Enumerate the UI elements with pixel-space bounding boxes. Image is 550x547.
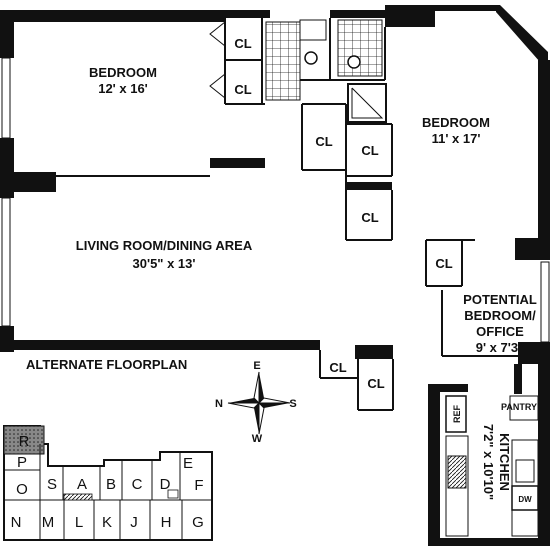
bath1-tile-floor <box>265 21 301 101</box>
keyplan-unit-d: D <box>160 476 171 493</box>
entry-pillar <box>355 345 393 359</box>
bedroom-right-dims: 11' x 17' <box>432 131 481 146</box>
compass-w: W <box>252 433 263 445</box>
closet-door-1 <box>209 21 226 47</box>
dw-label: DW <box>518 495 532 504</box>
kitchen-right-wall <box>538 364 550 544</box>
bath1-vanity <box>299 19 327 41</box>
office-line-2: BEDROOM/ <box>464 308 536 323</box>
kitchen-bottom-wall <box>428 538 550 546</box>
right-wall <box>538 60 550 250</box>
closet-label: CL <box>315 134 332 149</box>
keyplan-unit-a: A <box>77 476 87 493</box>
right-pillar <box>515 238 550 260</box>
shower-detail <box>351 87 384 119</box>
top-wall-mid <box>225 10 270 18</box>
closet-label: CL <box>361 143 378 158</box>
kitchen-dims: 7'2" x 10'10" <box>481 424 496 500</box>
bedroom-left-name: BEDROOM <box>89 65 157 80</box>
office-line-1: POTENTIAL <box>463 292 537 307</box>
compass-rose <box>227 371 291 435</box>
keyplan-unit-l: L <box>75 514 83 531</box>
sink <box>515 459 535 483</box>
top-wall-mid2 <box>330 10 390 18</box>
keyplan-unit-m: M <box>42 514 55 531</box>
keyplan-unit-j: J <box>130 514 138 531</box>
keyplan-unit-f: F <box>194 477 203 494</box>
kitchen-right-pillar <box>514 364 522 394</box>
bottom-wall-living <box>0 340 320 350</box>
closet-label: CL <box>367 376 384 391</box>
ref-label: REF <box>452 404 462 423</box>
compass-n: N <box>215 398 223 410</box>
keyplan-unit-o: O <box>16 481 28 498</box>
closet-label: CL <box>361 210 378 225</box>
bay-wall <box>496 5 548 62</box>
keyplan-unit-h: H <box>161 514 172 531</box>
left-wall-mid <box>0 138 14 198</box>
living-room-dims: 30'5" x 13' <box>133 256 196 271</box>
keyplan-unit-s: S <box>47 476 57 493</box>
keyplan-unit-g: G <box>192 514 204 531</box>
left-wall-top <box>0 10 14 58</box>
left-window-2 <box>1 197 11 327</box>
keyplan-highlight <box>3 425 45 455</box>
closet-label: CL <box>234 82 251 97</box>
bedroom-corner-pillar <box>14 172 56 192</box>
dishwasher <box>511 485 539 511</box>
kitchen-left-wall <box>428 384 440 544</box>
left-window-1 <box>1 57 11 139</box>
top-wall-right <box>430 5 500 11</box>
compass-e: E <box>253 360 260 372</box>
keyplan-unit-n: N <box>11 514 22 531</box>
bath1-toilet <box>304 51 318 65</box>
pantry <box>509 395 539 421</box>
right-window <box>540 261 550 343</box>
refrigerator <box>445 395 467 433</box>
compass-s: S <box>289 398 296 410</box>
keyplan-unit-r: R <box>19 433 30 450</box>
keyplan-unit-k: K <box>102 514 112 531</box>
closet-door-2 <box>209 73 226 99</box>
closet-label: CL <box>329 360 346 375</box>
office-line-3: OFFICE <box>476 324 524 339</box>
closet-label: CL <box>234 36 251 51</box>
living-room-name: LIVING ROOM/DINING AREA <box>76 238 253 253</box>
keyplan-unit-p: P <box>17 454 27 471</box>
keyplan-unit-c: C <box>132 476 143 493</box>
closet-label: CL <box>435 256 452 271</box>
keyplan-unit-b: B <box>106 476 116 493</box>
bedroom-right-name: BEDROOM <box>422 115 490 130</box>
office-dims: 9' x 7'3" <box>476 340 525 355</box>
right-pillar-2 <box>518 342 550 364</box>
kitchen-name: KITCHEN <box>497 433 512 491</box>
bath2-tile-floor <box>337 19 383 77</box>
bedroom-left-dims: 12' x 16' <box>98 81 148 96</box>
key-plan <box>3 425 213 541</box>
kitchen-top-wall <box>428 384 468 392</box>
alternate-floorplan-label: ALTERNATE FLOORPLAN <box>26 357 187 372</box>
bath2-toilet <box>347 55 361 69</box>
top-wall-right-pillar <box>385 5 435 27</box>
bedroom-door-wall <box>210 158 265 168</box>
keyplan-unit-e: E <box>183 455 193 472</box>
stove <box>447 455 467 489</box>
pantry-label: PANTRY <box>501 402 537 412</box>
closet-header <box>346 182 392 190</box>
top-wall-left <box>0 10 225 22</box>
